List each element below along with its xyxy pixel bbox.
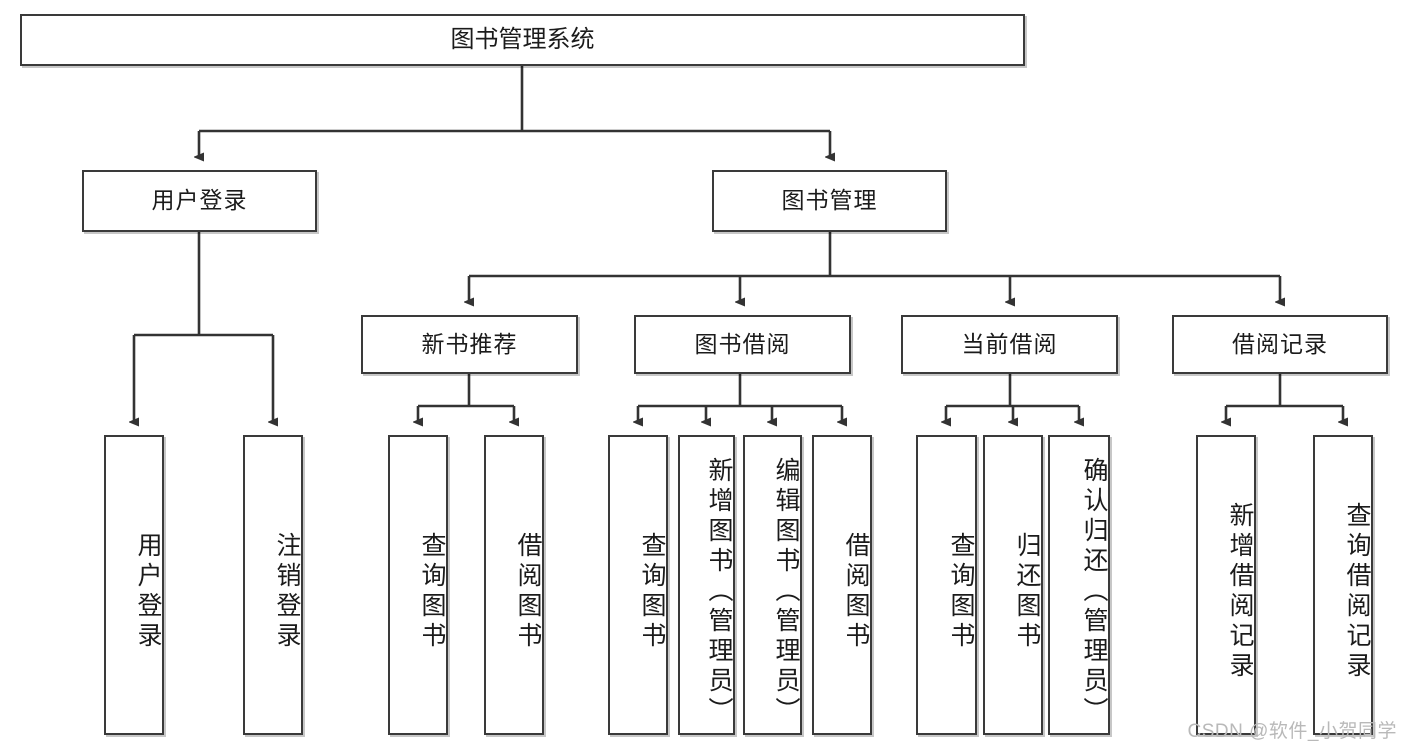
- node-root-system[interactable]: 图书管理系统: [20, 14, 1025, 66]
- node-borrow-record[interactable]: 借阅记录: [1172, 315, 1388, 374]
- leaf-recommend-borrow-book[interactable]: 借阅图书: [484, 435, 544, 735]
- leaf-borrow-borrow-book[interactable]: 借阅图书: [812, 435, 872, 735]
- leaf-borrow-edit-book-admin[interactable]: 编辑图书（管理员）: [743, 435, 802, 735]
- leaf-recommend-query-book[interactable]: 查询图书: [388, 435, 448, 735]
- leaf-current-query-book[interactable]: 查询图书: [916, 435, 977, 735]
- node-book-borrow[interactable]: 图书借阅: [634, 315, 851, 374]
- node-book-management[interactable]: 图书管理: [712, 170, 947, 232]
- leaf-borrow-query-book[interactable]: 查询图书: [608, 435, 668, 735]
- node-current-borrow[interactable]: 当前借阅: [901, 315, 1118, 374]
- leaf-current-return-book[interactable]: 归还图书: [983, 435, 1043, 735]
- leaf-borrow-add-book-admin[interactable]: 新增图书（管理员）: [678, 435, 735, 735]
- leaf-record-add-borrow-record[interactable]: 新增借阅记录: [1196, 435, 1256, 735]
- node-new-book-recommend[interactable]: 新书推荐: [361, 315, 578, 374]
- leaf-user-login[interactable]: 用户登录: [104, 435, 164, 735]
- leaf-record-query-borrow-record[interactable]: 查询借阅记录: [1313, 435, 1373, 735]
- leaf-current-confirm-return-admin[interactable]: 确认归还（管理员）: [1048, 435, 1110, 735]
- node-user-login[interactable]: 用户登录: [82, 170, 317, 232]
- leaf-user-logout[interactable]: 注销登录: [243, 435, 303, 735]
